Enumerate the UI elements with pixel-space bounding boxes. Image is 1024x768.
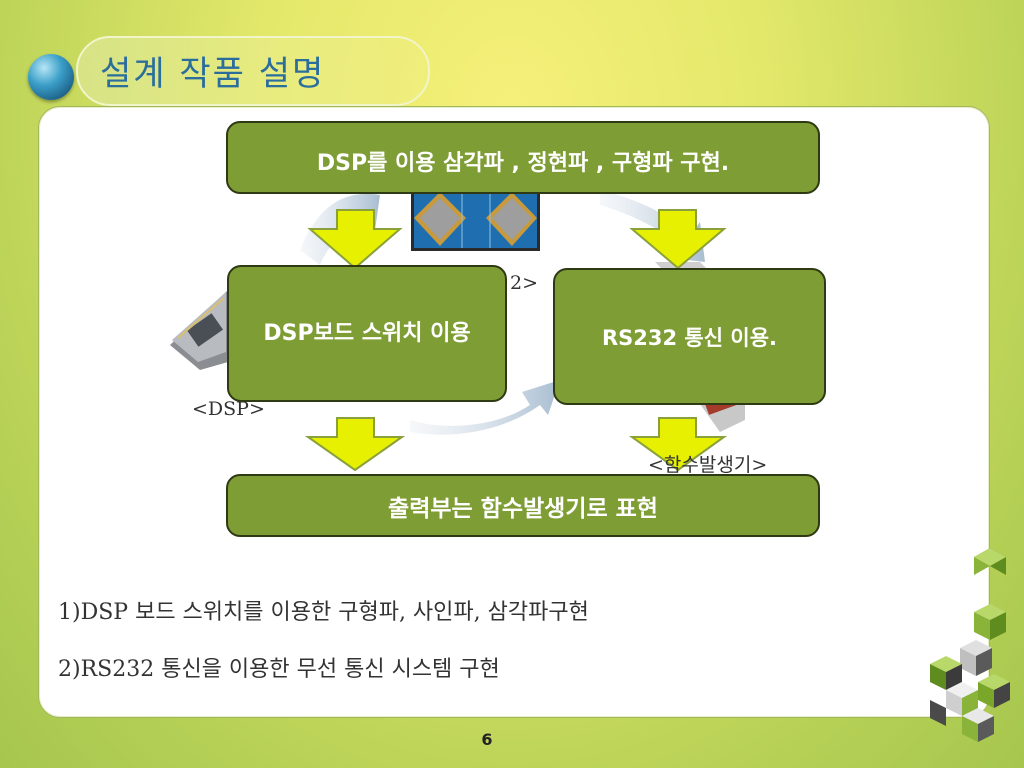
slide-title-area: 설계 작품 설명 xyxy=(28,36,438,108)
down-arrow-3 xyxy=(304,417,406,472)
box-dsp-waveforms: DSP를 이용 삼각파 , 정현파 , 구형파 구현. xyxy=(226,121,820,194)
caption-function-generator: <함수발생기> xyxy=(648,454,768,476)
caption-rs232: 2> xyxy=(510,272,539,294)
caption-dsp: <DSP> xyxy=(192,398,265,420)
box-dsp-switch: DSP보드 스위치 이용 xyxy=(227,265,507,402)
dsp-board-icon xyxy=(170,290,228,370)
box-output-generator: 출력부는 함수발생기로 표현 xyxy=(226,474,820,537)
rs232-connector-icon xyxy=(411,188,540,251)
page-number: 6 xyxy=(481,730,493,749)
swoosh-arrow-bottom xyxy=(410,380,560,435)
description-line-1: 1)DSP 보드 스위치를 이용한 구형파, 사인파, 삼각파구현 xyxy=(58,600,589,625)
down-arrow-4 xyxy=(628,417,728,472)
down-arrow-2 xyxy=(629,209,727,270)
box-rs232: RS232 통신 이용. xyxy=(553,268,826,405)
blue-bullet-icon xyxy=(28,54,74,100)
description-line-2: 2)RS232 통신을 이용한 무선 통신 시스템 구현 xyxy=(58,657,500,682)
slide-title: 설계 작품 설명 xyxy=(100,54,326,94)
down-arrow-1 xyxy=(307,209,403,270)
cube-decoration-icon xyxy=(930,548,1010,742)
title-pill-frame xyxy=(76,36,430,106)
